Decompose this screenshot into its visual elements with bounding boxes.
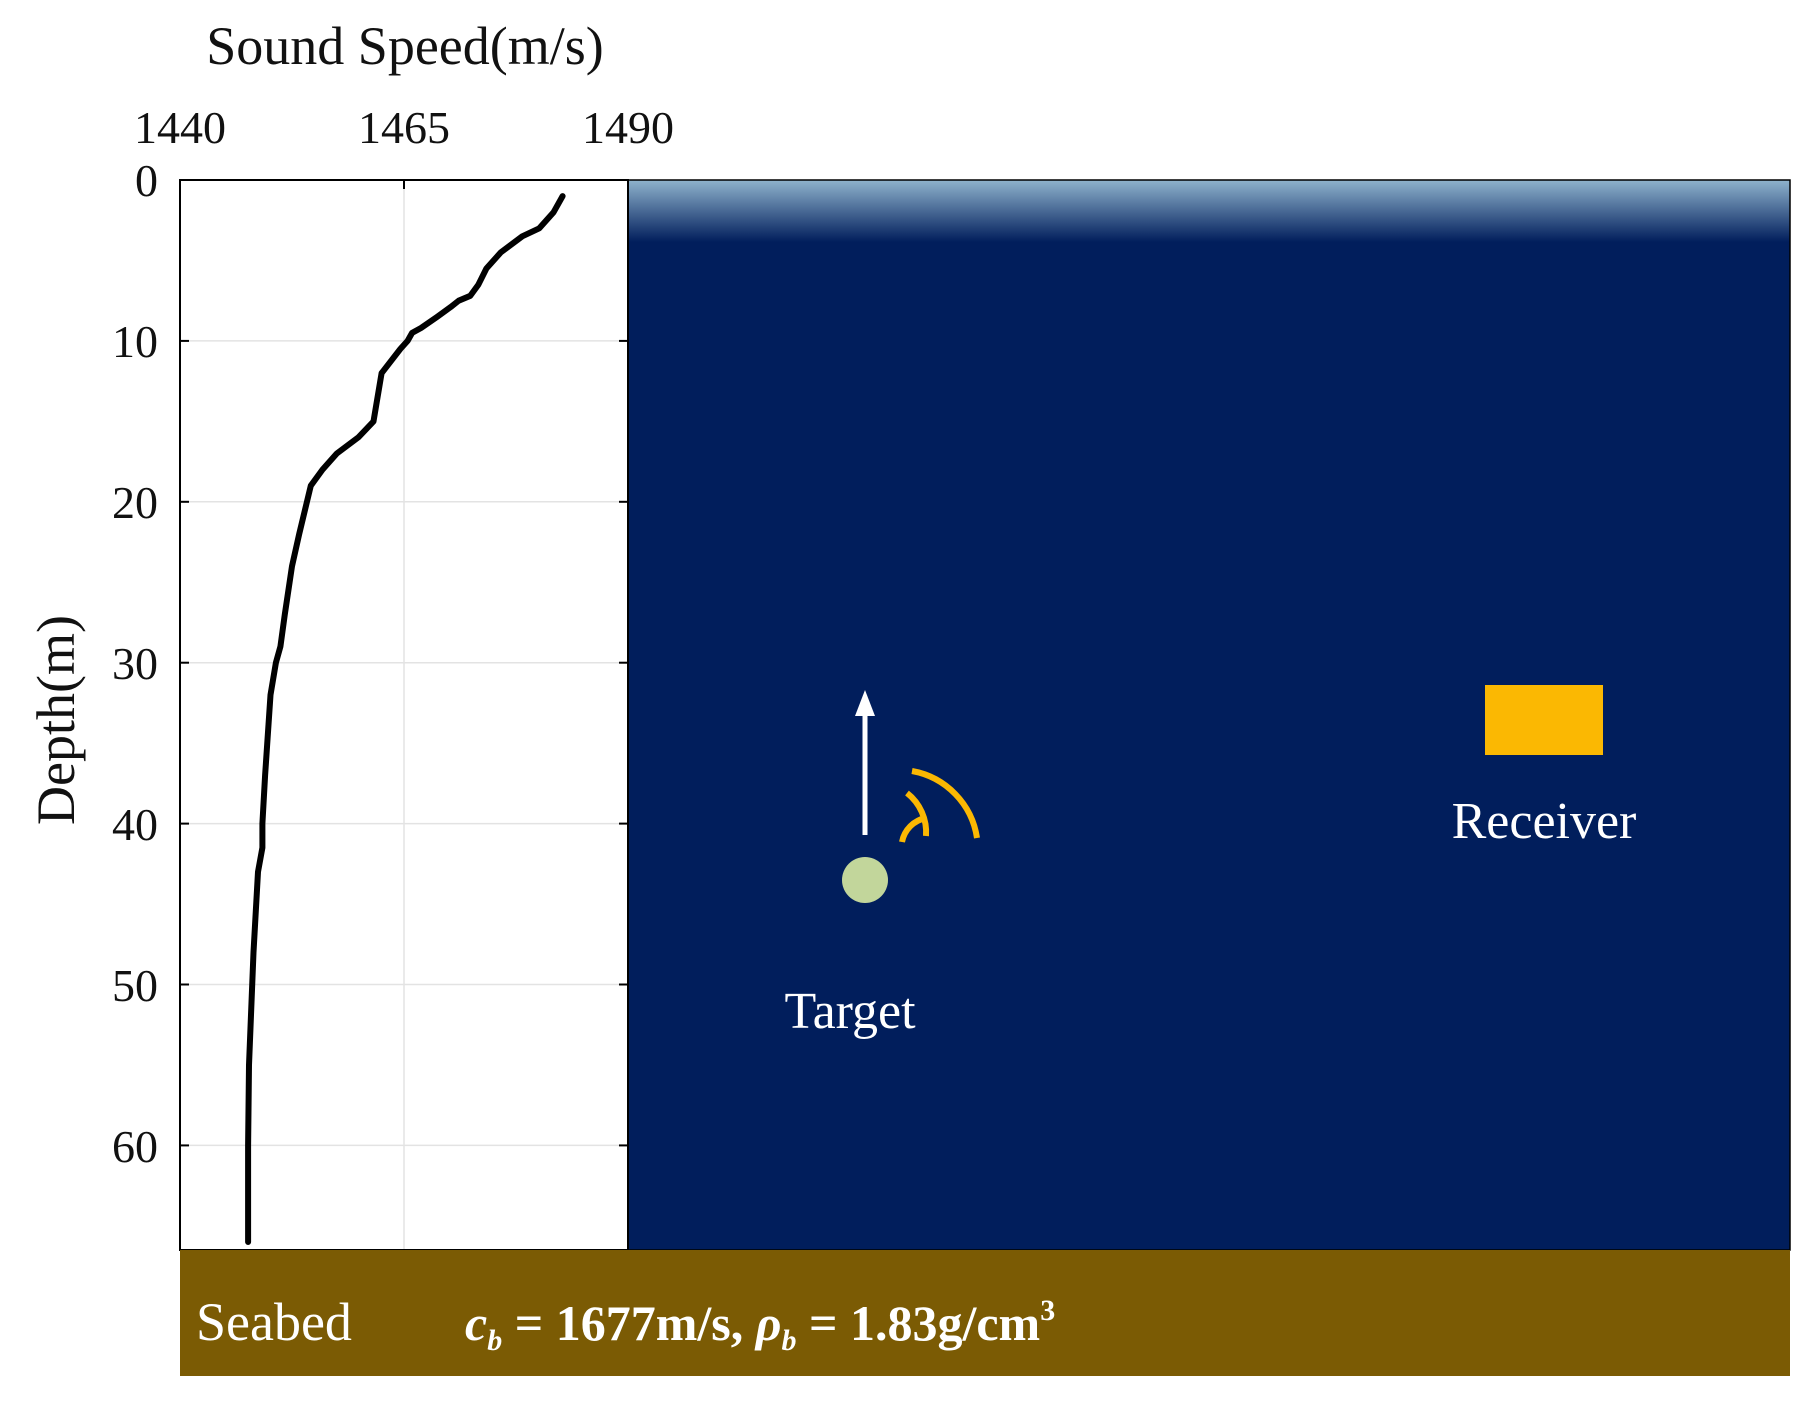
c-subscript: b (487, 1324, 502, 1357)
rho-subscript: b (781, 1324, 796, 1357)
y-tick-label: 10 (112, 316, 158, 367)
y-tick-label: 30 (112, 638, 158, 689)
y-axis-label: Depth(m) (26, 615, 86, 825)
seabed-region (180, 1250, 1790, 1376)
rho-exponent: 3 (1040, 1294, 1055, 1327)
y-tick-label: 0 (135, 155, 158, 206)
seabed-label: Seabed (196, 1292, 352, 1352)
x-tick-label: 1440 (134, 102, 226, 153)
y-tick-label: 40 (112, 799, 158, 850)
sound-speed-profile (245, 193, 566, 1245)
y-tick-label: 60 (112, 1121, 158, 1172)
rho-symbol: ρ (754, 1295, 782, 1351)
x-tick-label: 1490 (582, 102, 674, 153)
target-marker (842, 857, 888, 903)
c-symbol: c (465, 1295, 487, 1351)
signal-wave-outer (911, 768, 980, 839)
x-tick-label: 1465 (358, 102, 450, 153)
water-region (628, 180, 1790, 1250)
rho-value: = 1.83g/cm (796, 1295, 1040, 1351)
sound-speed-series-line (245, 193, 566, 1245)
arrow-head-icon (855, 690, 875, 716)
c-value: = 1677m/s, (502, 1295, 756, 1351)
receiver-marker (1485, 685, 1603, 755)
receiver-label: Receiver (1452, 793, 1637, 850)
seabed-parameters: cb = 1677m/s, ρb = 1.83g/cm3 (465, 1294, 1055, 1357)
y-tick-label: 50 (112, 960, 158, 1011)
sea-surface-gradient (628, 180, 1790, 242)
y-tick-label: 20 (112, 477, 158, 528)
x-axis-label: Sound Speed(m/s) (206, 16, 604, 76)
target-label: Target (784, 983, 916, 1040)
signal-wave-middle (905, 790, 930, 837)
